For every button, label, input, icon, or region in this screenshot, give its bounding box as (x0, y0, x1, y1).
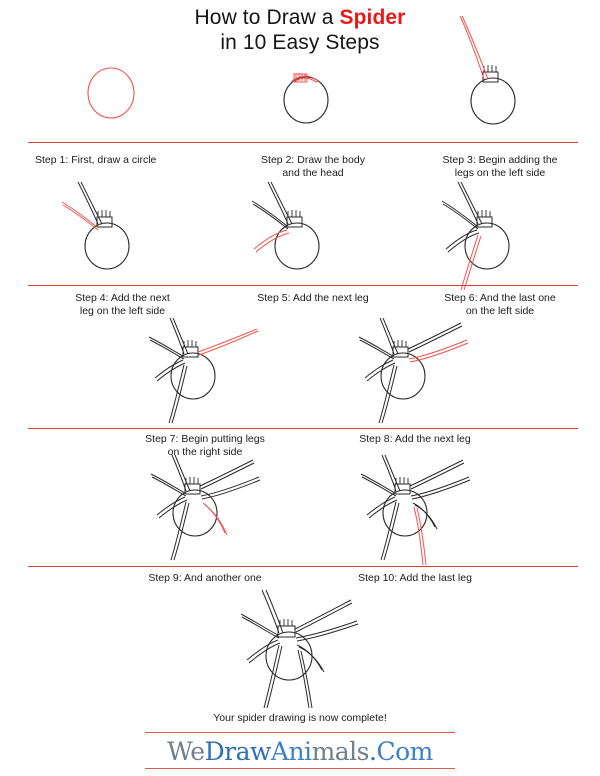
spider-stage-5-svg (251, 181, 320, 270)
caption-step-10: Step 10: Add the last leg (358, 572, 472, 584)
logo-part-draw: Draw (204, 737, 272, 766)
logo-part-dot: . (369, 737, 377, 766)
logo-part-com: Com (376, 737, 433, 766)
logo-part-ani: Ani (270, 737, 312, 766)
drawing-step-6 (425, 178, 545, 293)
drawing-step-3 (455, 10, 535, 135)
title-prefix: How to Draw a (194, 6, 340, 29)
title-accent-word: Spider (339, 6, 406, 29)
logo-part-we: We (167, 737, 205, 766)
separator-4 (28, 566, 578, 567)
spider-stage-6-svg (441, 181, 510, 291)
spider-stage-2-svg (283, 73, 329, 124)
spider-stage-3-svg (459, 15, 516, 125)
drawing-step-4 (55, 178, 165, 283)
spider-stage-4-svg (61, 181, 130, 270)
caption-step-8: Step 8: Add the next leg (359, 433, 471, 445)
separator-1 (28, 142, 578, 143)
caption-step-6: Step 6: And the last one on the left sid… (444, 292, 556, 318)
drawing-step-7 (135, 317, 275, 428)
drawing-step-2 (275, 60, 345, 135)
site-logo[interactable]: WeDrawAnimals.Com (0, 737, 600, 766)
drawing-step-8 (345, 317, 485, 428)
spider-stage-1-svg (87, 67, 135, 119)
drawing-step-10 (345, 454, 495, 570)
caption-step-7: Step 7: Begin putting legs on the right … (145, 433, 265, 459)
spider-stage-10-svg (360, 454, 471, 566)
caption-step-5: Step 5: Add the next leg (257, 292, 369, 304)
caption-step-2: Step 2: Draw the body and the head (261, 154, 365, 180)
caption-step-3: Step 3: Begin adding the legs on the lef… (442, 154, 558, 180)
title-line-2: in 10 Easy Steps (220, 30, 380, 54)
spider-stage-9-svg (150, 454, 261, 561)
drawing-step-9 (135, 454, 285, 565)
spider-stage-8-svg (358, 317, 469, 424)
separator-3 (28, 428, 578, 429)
separator-footer-bottom (145, 768, 455, 769)
separator-2 (28, 285, 578, 286)
completion-message: Your spider drawing is now complete! (213, 712, 387, 724)
drawing-step-1 (78, 62, 148, 132)
caption-step-9: Step 9: And another one (148, 572, 262, 584)
caption-step-1: Step 1: First, draw a circle (35, 154, 157, 166)
spider-final-svg (240, 589, 359, 709)
logo-part-mals: mals (311, 737, 370, 766)
page-title: How to Draw a Spider in 10 Easy Steps (0, 6, 600, 56)
spider-stage-7-svg (148, 317, 259, 424)
title-line-1: How to Draw a Spider (0, 6, 600, 31)
drawing-step-5 (245, 178, 355, 283)
separator-footer-top (145, 732, 455, 733)
caption-step-4: Step 4: Add the next leg on the left sid… (75, 292, 170, 318)
drawing-final-spider (222, 588, 382, 713)
